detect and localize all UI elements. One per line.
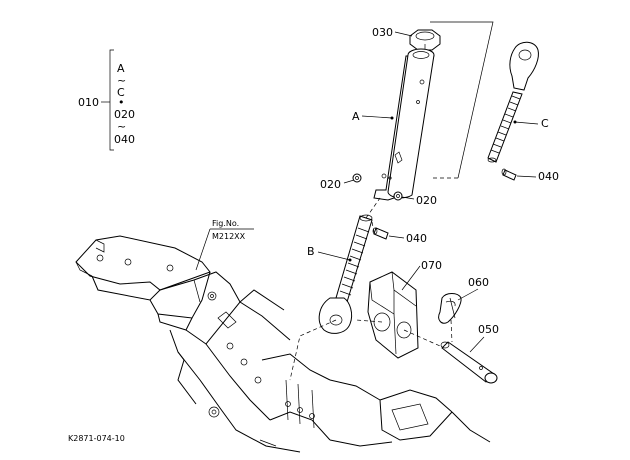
- group-bracket: 010 A ~ C • 020 ~ 040: [78, 49, 135, 151]
- fig-no-label: Fig.No.: [212, 219, 239, 228]
- part-050-pin: [440, 341, 498, 384]
- group-main-label: 010: [78, 96, 99, 109]
- callout-060: 060: [468, 276, 489, 289]
- part-030-nut: [409, 29, 441, 51]
- part-040-pin-c: [501, 168, 517, 181]
- fig-no-value: M212XX: [212, 232, 246, 241]
- callout-b: B: [307, 245, 315, 258]
- part-020-fitting-right: [393, 191, 403, 201]
- part-060-lynch-pin: [438, 293, 462, 324]
- group-item-c: C: [117, 86, 125, 99]
- group-item-020: 020: [114, 108, 135, 121]
- callout-c: C: [541, 117, 549, 130]
- group-item-dot: •: [118, 96, 125, 109]
- callout-020-left: 020: [320, 178, 341, 191]
- callout-040-b: 040: [406, 232, 427, 245]
- group-item-040: 040: [114, 133, 135, 146]
- part-b-rod-end: [318, 214, 373, 334]
- group-item-a: A: [117, 62, 125, 75]
- fig-reference: Fig.No. M212XX: [195, 219, 254, 271]
- callout-a: A: [352, 110, 360, 123]
- drawing-id: K2871-074-10: [68, 434, 125, 443]
- callout-070: 070: [421, 259, 442, 272]
- callout-020-right: 020: [416, 194, 437, 207]
- exploded-view-frame: [430, 21, 494, 179]
- group-item-tilde-1: ~: [117, 74, 126, 87]
- part-020-fitting-left: [352, 173, 362, 183]
- callout-050: 050: [478, 323, 499, 336]
- group-item-tilde-2: ~: [117, 120, 126, 133]
- tractor-frame: [75, 235, 491, 453]
- part-070-bracket: [367, 271, 419, 359]
- part-c-rod-end: [487, 41, 539, 163]
- assembly-guide-lines: [289, 197, 453, 381]
- part-a-tube: [373, 48, 435, 201]
- callout-030: 030: [372, 26, 393, 39]
- callout-040-c: 040: [538, 170, 559, 183]
- part-040-pin-b: [372, 227, 389, 240]
